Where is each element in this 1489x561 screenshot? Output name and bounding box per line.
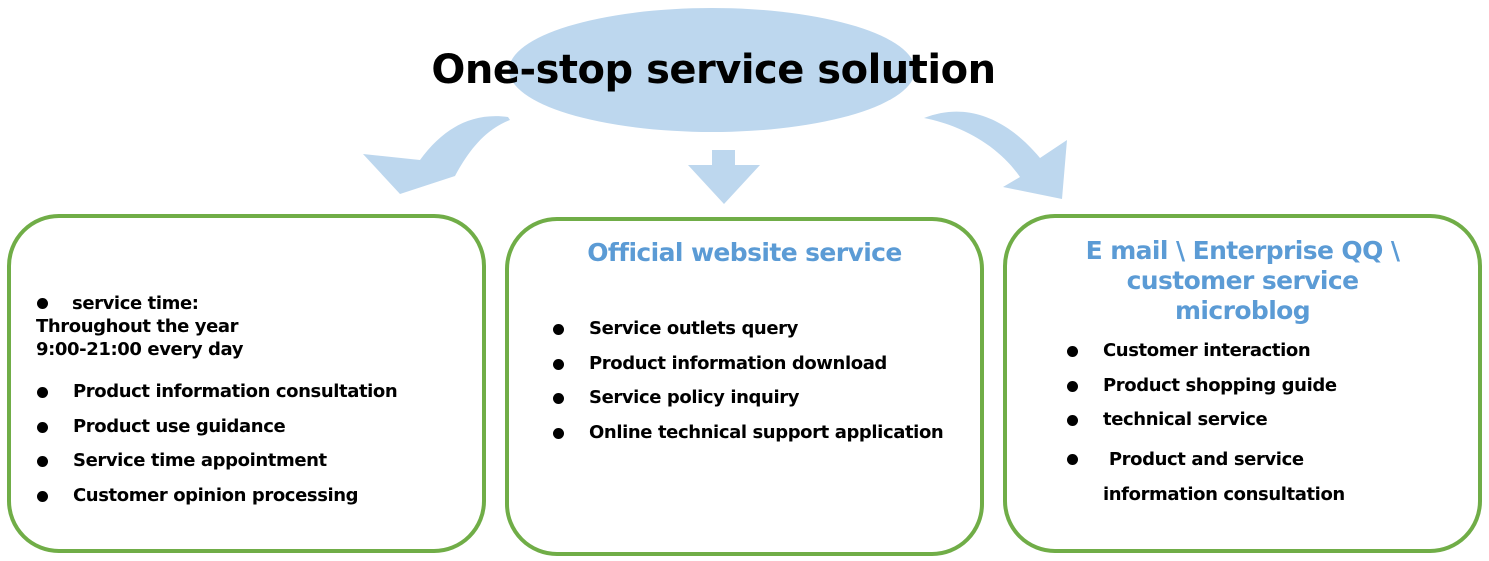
box-heading-line: E mail \ Enterprise QQ \ xyxy=(1085,236,1400,265)
list-item: Online technical support application xyxy=(553,420,944,455)
bullet-icon xyxy=(1067,453,1078,465)
list-item-text: Product information download xyxy=(589,352,887,374)
phone-service-box: service time: Throughout the year 9:00-2… xyxy=(7,214,486,553)
bullet-icon xyxy=(37,298,48,309)
list-item: Service time appointment xyxy=(37,448,397,483)
title-ellipse xyxy=(509,8,915,132)
box-heading: Official website service xyxy=(587,238,902,267)
arrow-down-icon xyxy=(688,150,760,204)
list-item: Product use guidance xyxy=(37,414,397,449)
service-time-label-row: service time: xyxy=(36,292,243,315)
bullet-icon xyxy=(553,393,564,404)
list-item-text: Customer interaction xyxy=(1103,340,1311,361)
bullet-icon xyxy=(1067,346,1078,357)
official-website-box: Official website service Service outlets… xyxy=(505,217,984,556)
bullet-icon xyxy=(553,324,564,335)
bullet-icon xyxy=(1067,380,1078,392)
list-item: Product shopping guide xyxy=(1067,373,1423,408)
center-service-list: Service outlets query Product informatio… xyxy=(553,316,944,455)
box-heading-line: microblog xyxy=(1174,296,1311,325)
list-item-text: Product shopping guide xyxy=(1103,374,1337,396)
list-item: Customer interaction xyxy=(1067,338,1423,373)
list-item: Product information download xyxy=(553,351,943,386)
email-qq-microblog-box: E mail \ Enterprise QQ \ customer servic… xyxy=(1003,214,1482,553)
list-item-text: Online technical support application xyxy=(589,421,944,443)
service-time-line: Throughout the year xyxy=(36,316,239,337)
box-heading: E mail \ Enterprise QQ \ customer servic… xyxy=(1007,236,1478,326)
bullet-icon xyxy=(1067,415,1078,426)
service-time-hours: 9:00-21:00 every day xyxy=(36,339,244,360)
list-item-text: Product information consultation xyxy=(73,381,398,402)
curved-arrow-down-left-icon xyxy=(363,116,510,194)
left-service-list: Product information consultation Product… xyxy=(37,379,398,518)
service-time-block: service time: Throughout the year 9:00-2… xyxy=(36,292,243,361)
list-item-text: Service outlets query xyxy=(589,318,798,339)
box-heading-line: customer service xyxy=(1126,266,1359,295)
bullet-icon xyxy=(37,490,48,502)
service-time-label: service time: xyxy=(72,293,199,314)
list-item: Customer opinion processing xyxy=(37,483,397,518)
list-item-text: technical service xyxy=(1103,409,1268,430)
right-service-list: Customer interaction Product shopping gu… xyxy=(1067,338,1423,512)
bullet-icon xyxy=(37,387,48,398)
list-item: technical service xyxy=(1067,407,1423,442)
curved-arrow-down-right-icon xyxy=(924,111,1067,199)
diagram-title: One-stop service solution xyxy=(431,47,996,93)
list-item: Product and service information consulta… xyxy=(1067,442,1423,512)
bullet-icon xyxy=(553,427,564,439)
list-item: Service outlets query xyxy=(553,316,943,351)
list-item-text: Service policy inquiry xyxy=(589,387,800,408)
list-item-text: Product and service information consulta… xyxy=(1103,448,1345,505)
list-item: Product information consultation xyxy=(37,379,398,414)
bullet-icon xyxy=(37,456,48,467)
list-item: Service policy inquiry xyxy=(553,385,943,420)
bullet-icon xyxy=(553,358,564,370)
list-item-text: Customer opinion processing xyxy=(73,484,359,506)
bullet-icon xyxy=(37,421,48,433)
list-item-text: Product use guidance xyxy=(73,415,286,437)
list-item-text: Service time appointment xyxy=(73,450,327,471)
